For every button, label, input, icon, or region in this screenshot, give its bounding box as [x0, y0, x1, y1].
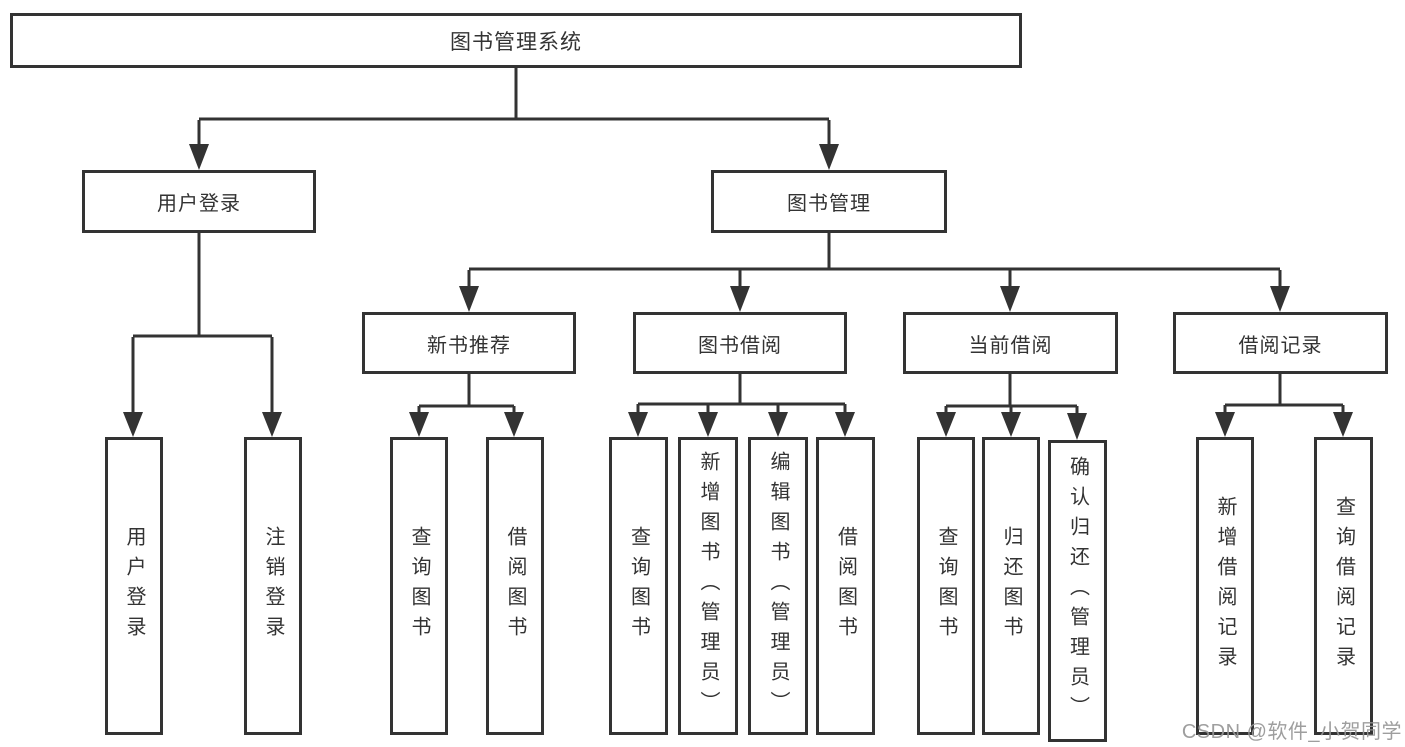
leaf-user-login-label: 用户登录	[123, 526, 145, 646]
node-borrow-records-label: 借阅记录	[1238, 334, 1323, 357]
node-book-borrow: 图书借阅	[633, 312, 847, 374]
node-book-management: 图书管理	[711, 170, 947, 233]
leaf-current-query-books-label: 查询图书	[935, 526, 957, 646]
leaf-edit-books-admin: 编辑图书（管理员）	[748, 437, 808, 735]
node-book-borrow-label: 图书借阅	[698, 334, 782, 357]
leaf-recommend-borrow-books-label: 借阅图书	[504, 526, 526, 646]
node-root-label: 图书管理系统	[450, 30, 582, 54]
node-new-book-recommend: 新书推荐	[362, 312, 576, 374]
node-new-book-recommend-label: 新书推荐	[427, 334, 511, 357]
leaf-return-books: 归还图书	[982, 437, 1040, 735]
leaf-return-books-label: 归还图书	[1000, 526, 1022, 646]
node-borrow-records: 借阅记录	[1173, 312, 1388, 374]
leaf-query-borrow-record: 查询借阅记录	[1314, 437, 1373, 735]
node-user-login-label: 用户登录	[157, 193, 241, 215]
csdn-watermark: CSDN @软件_小贺同学	[1181, 721, 1402, 743]
node-book-management-label: 图书管理	[787, 193, 871, 215]
node-current-borrow: 当前借阅	[903, 312, 1118, 374]
leaf-add-borrow-record-label: 新增借阅记录	[1214, 496, 1236, 676]
leaf-current-query-books: 查询图书	[917, 437, 975, 735]
node-user-login: 用户登录	[82, 170, 316, 233]
leaf-edit-books-admin-label: 编辑图书（管理员）	[767, 451, 789, 721]
leaf-logout: 注销登录	[244, 437, 302, 735]
leaf-confirm-return-admin-label: 确认归还（管理员）	[1066, 456, 1089, 726]
leaf-add-books-admin-label: 新增图书（管理员）	[697, 451, 719, 721]
leaf-recommend-query-books: 查询图书	[390, 437, 448, 735]
leaf-add-borrow-record: 新增借阅记录	[1196, 437, 1254, 735]
leaf-add-books-admin: 新增图书（管理员）	[678, 437, 738, 735]
leaf-logout-label: 注销登录	[262, 526, 284, 646]
node-root: 图书管理系统	[10, 13, 1022, 68]
leaf-query-borrow-record-label: 查询借阅记录	[1332, 496, 1355, 676]
leaf-borrow-books: 借阅图书	[816, 437, 875, 735]
leaf-borrow-query-books: 查询图书	[609, 437, 668, 735]
node-current-borrow-label: 当前借阅	[968, 334, 1053, 357]
leaf-recommend-borrow-books: 借阅图书	[486, 437, 544, 735]
leaf-recommend-query-books-label: 查询图书	[408, 526, 430, 646]
arrowheads	[123, 144, 1353, 440]
leaf-borrow-books-label: 借阅图书	[834, 526, 857, 646]
leaf-user-login: 用户登录	[105, 437, 163, 735]
leaf-confirm-return-admin: 确认归还（管理员）	[1048, 440, 1107, 742]
leaf-borrow-query-books-label: 查询图书	[627, 526, 650, 646]
